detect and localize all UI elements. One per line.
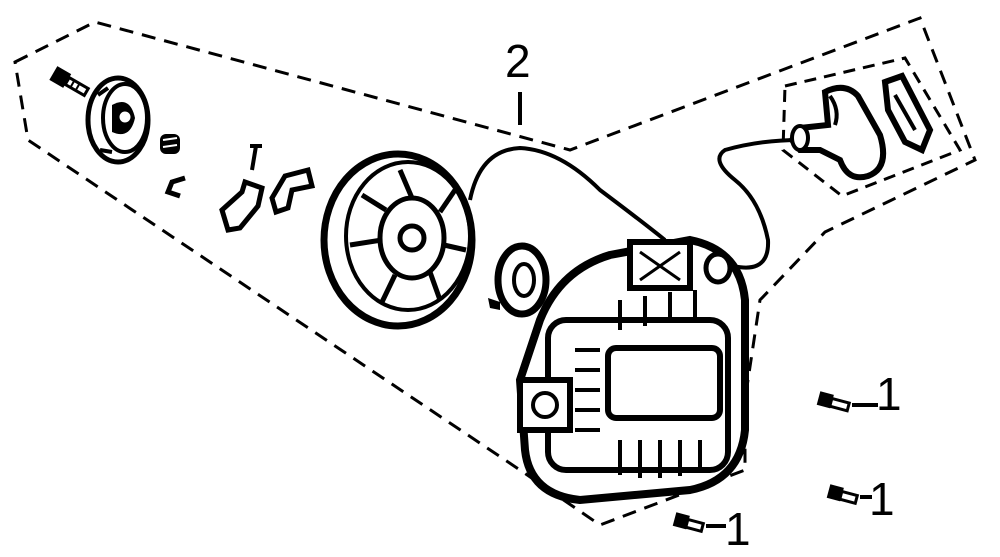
- callout-1-label-bottom: 1: [725, 503, 751, 555]
- bolt-bottom-icon: [672, 512, 706, 534]
- pawl-pin-icon: [250, 144, 262, 171]
- starter-rope-icon: [468, 138, 801, 270]
- starter-housing-icon: [515, 235, 749, 505]
- bolt-right-lower-icon: [826, 484, 860, 506]
- handle-insert-icon: [881, 72, 934, 155]
- spring-icon: [160, 134, 180, 154]
- rope-pulley-icon: [320, 150, 476, 330]
- bolt-right-upper-icon: [816, 391, 852, 413]
- callout-1-label-upper: 1: [876, 368, 902, 420]
- pawl-cam-plate-icon: [85, 75, 151, 165]
- callout-1-label-lower: 1: [869, 473, 895, 525]
- starter-handle-icon: [788, 84, 886, 181]
- callout-2-label: 2: [505, 35, 531, 87]
- clip-icon: [164, 175, 186, 199]
- pawl-right-icon: [269, 166, 316, 216]
- pawl-left-icon: [219, 178, 265, 233]
- bolt-icon: [49, 66, 91, 98]
- recoil-spring-icon: [488, 242, 550, 318]
- assembly-boundary: [13, 16, 977, 527]
